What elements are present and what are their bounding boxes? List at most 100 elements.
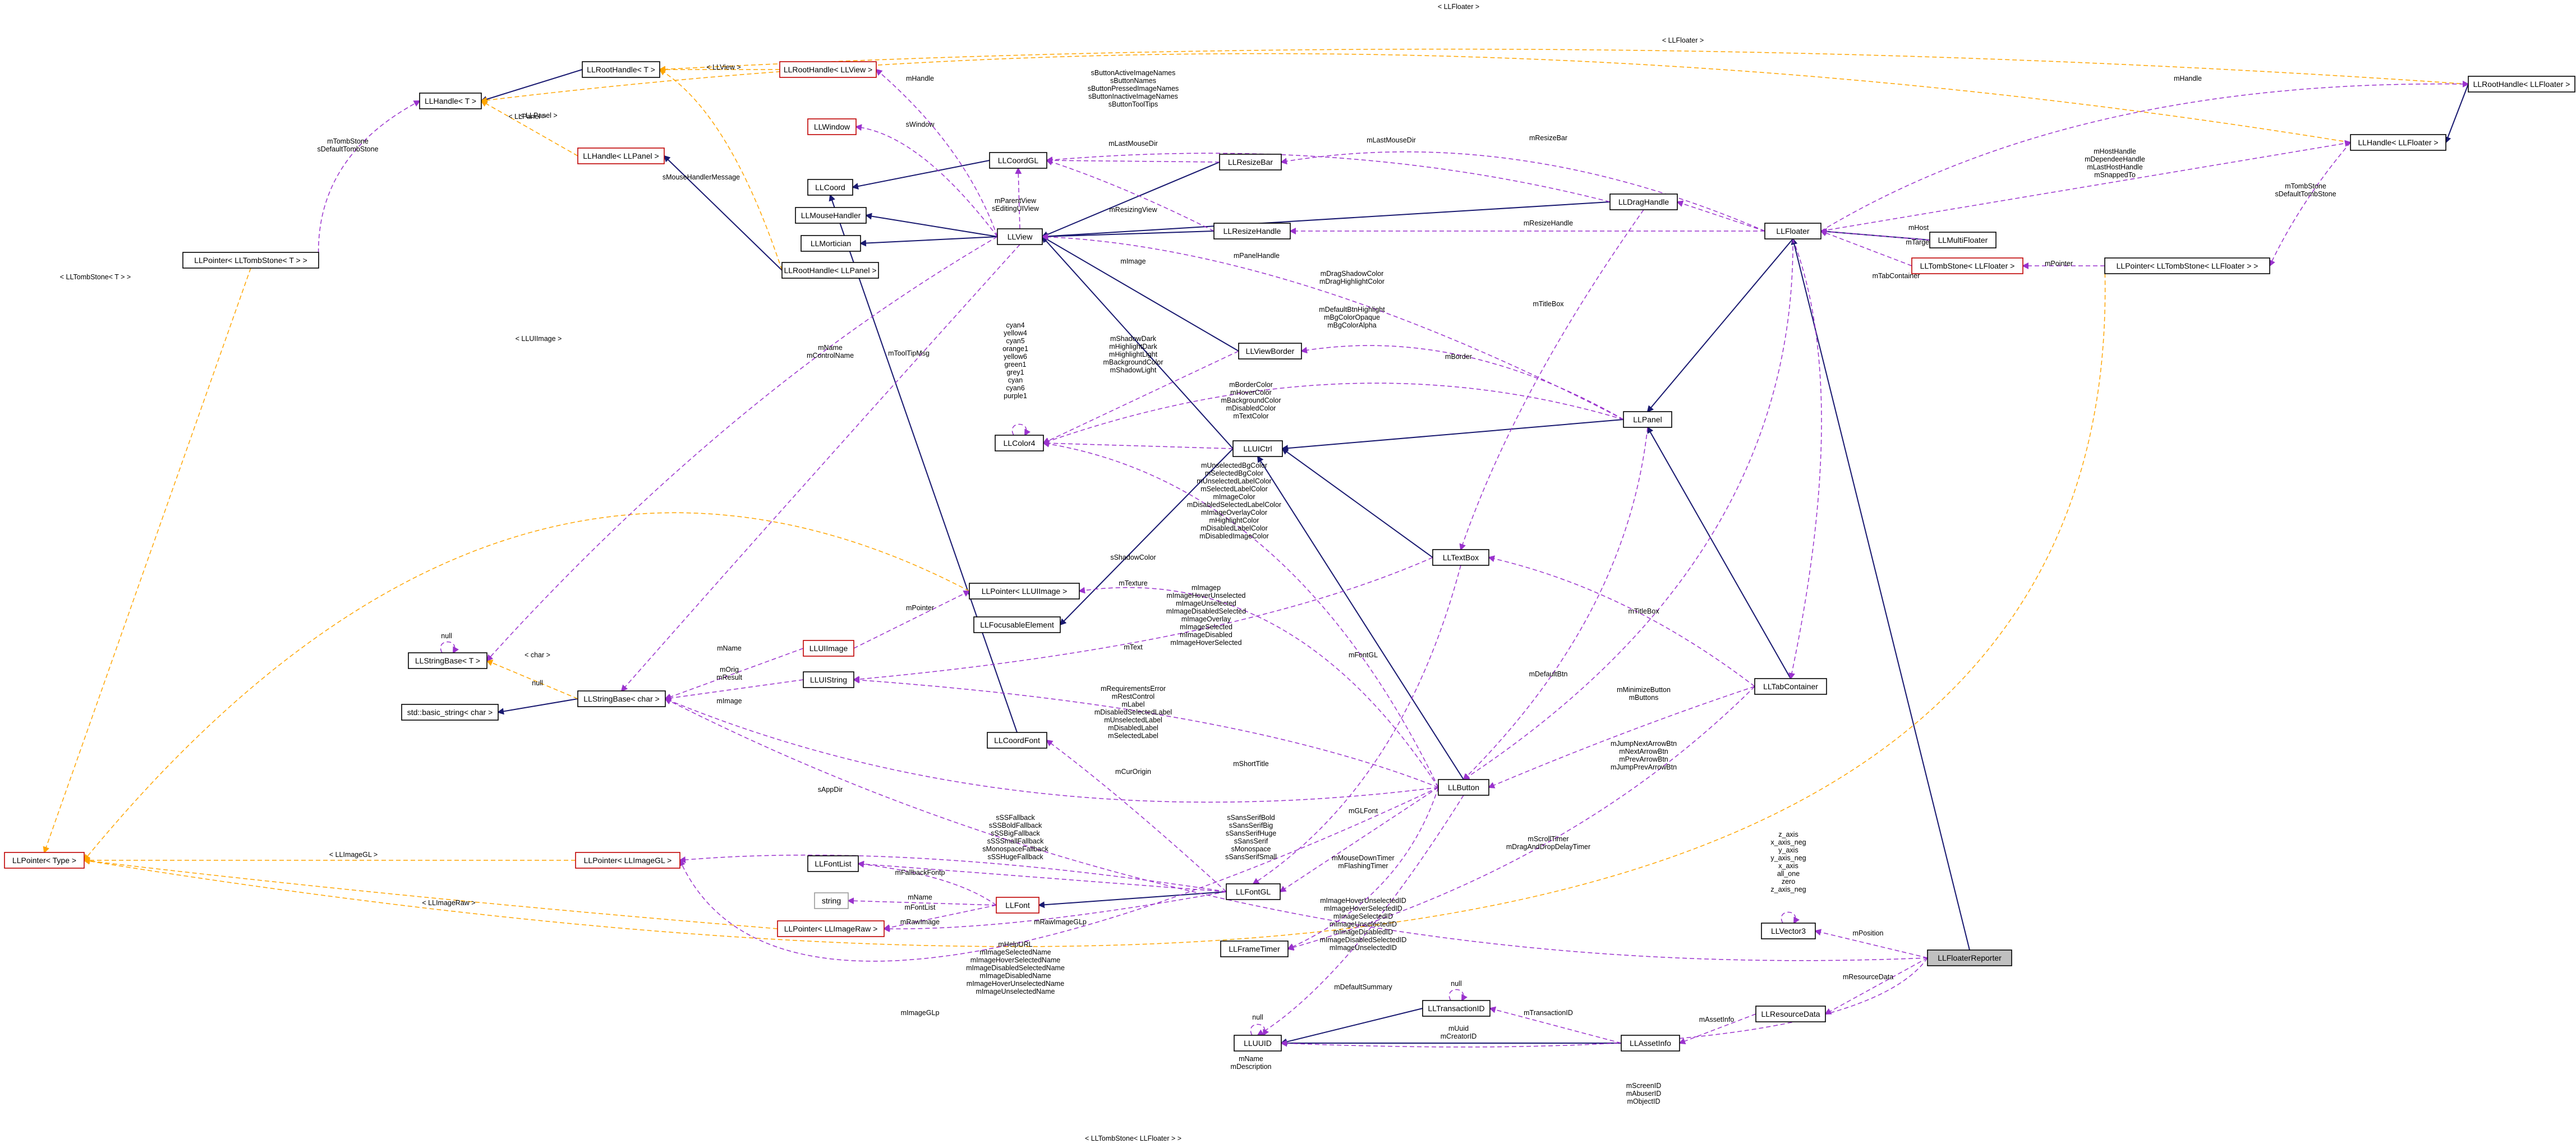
class-node-llassetinfo[interactable]: LLAssetInfo <box>1621 1035 1680 1052</box>
class-node-llfont[interactable]: LLFont <box>996 897 1039 914</box>
class-node-label: LLButton <box>1448 783 1479 792</box>
usage-LLButton-LLPointer_LLImageGL <box>679 787 1439 962</box>
edge-label-mdefaultsummary: mDefaultSummary <box>1334 983 1392 991</box>
inherit-LLStringBase_char-std_basic_string <box>497 698 578 715</box>
usage-LLTabContainer-LLTextBox <box>1488 555 1755 687</box>
class-node-llcoord[interactable]: LLCoord <box>807 179 853 196</box>
class-node-llmultifloater[interactable]: LLMultiFloater <box>1929 232 1997 248</box>
edge-label-mglfont: mGLFont <box>1349 807 1378 815</box>
usage-LLButton-LLUUID <box>1257 795 1464 1036</box>
class-node-llcoordgl[interactable]: LLCoordGL <box>989 152 1047 169</box>
class-node-lldraghandle[interactable]: LLDragHandle <box>1609 193 1678 210</box>
class-node-llfloater[interactable]: LLFloater <box>1764 223 1821 239</box>
class-node-std-basic-string[interactable]: std::basic_string< char > <box>401 704 499 721</box>
class-node-box <box>1621 1035 1680 1052</box>
inherit-LLResizeHandle-LLView <box>1041 230 1215 240</box>
class-node-lluistring[interactable]: LLUIString <box>803 671 854 688</box>
class-node-lluiimage[interactable]: LLUIImage <box>803 640 854 657</box>
class-node-llstringbase-char[interactable]: LLStringBase< char > <box>577 690 666 707</box>
edge-label-mpointer-f: mPointer <box>2045 260 2073 268</box>
class-node-box <box>1761 923 1816 939</box>
class-node-llhandle-llfloater[interactable]: LLHandle< LLFloater > <box>2350 134 2446 151</box>
class-node-llfontgl[interactable]: LLFontGL <box>1226 883 1281 900</box>
class-node-label: LLFontGL <box>1236 887 1271 896</box>
class-node-lltabcontainer[interactable]: LLTabContainer <box>1754 678 1827 695</box>
usage-LLView-LLWindow <box>855 124 998 237</box>
class-node-llcoordfont[interactable]: LLCoordFont <box>987 732 1047 749</box>
class-node-llroothandle-t[interactable]: LLRootHandle< T > <box>582 61 660 78</box>
class-node-lltextbox[interactable]: LLTextBox <box>1432 549 1489 566</box>
edge-label-llpanel-tmpl3: < LLPanel > <box>519 112 557 119</box>
class-node-llpointer-lltombstone-t[interactable]: LLPointer< LLTombStone< T > > <box>182 252 319 269</box>
class-node-string[interactable]: string <box>814 892 849 909</box>
class-node-llbutton[interactable]: LLButton <box>1438 779 1489 796</box>
class-node-label: LLMultiFloater <box>1938 236 1988 245</box>
class-node-llpointer-lluiimage[interactable]: LLPointer< LLUIImage > <box>969 583 1080 600</box>
class-node-llhandle-t[interactable]: LLHandle< T > <box>419 93 482 109</box>
class-node-box <box>1929 232 1997 248</box>
template-LLHandle_LLPanel-LLHandle_T <box>480 100 578 156</box>
edge-label-mtarget: mTarget <box>1906 238 1931 246</box>
class-node-llfloaterreporter[interactable]: LLFloaterReporter <box>1927 949 2012 966</box>
inherit-LLPanel-LLUICtrl <box>1281 419 1624 452</box>
usage-LLFloaterReporter-LLVector3 <box>1814 929 1928 958</box>
class-node-box <box>1764 223 1821 239</box>
edge-label-massetinfo: mAssetInfo <box>1699 1016 1735 1023</box>
class-node-llfontlist[interactable]: LLFontList <box>807 855 859 872</box>
class-node-label: LLDragHandle <box>1618 197 1669 206</box>
inherit-LLButton-LLUICtrl <box>1257 455 1464 780</box>
usage-LLFloater-LLResizeBar <box>1280 151 1765 232</box>
class-node-box <box>807 179 853 196</box>
edge-label-mrawimage: mRawImage <box>900 918 940 926</box>
class-node-llmortician[interactable]: LLMortician <box>801 235 861 252</box>
edge-label-llpanel-tmpl: < LLPanel > <box>508 113 546 121</box>
template-LLPointer_LLTombStone_T-LLPointer_Type <box>43 268 251 854</box>
class-node-llvector3[interactable]: LLVector3 <box>1761 923 1816 939</box>
class-node-lltombstone-llfloater[interactable]: LLTombStone< LLFloater > <box>1911 257 2023 274</box>
class-node-llpointer-llimagegl[interactable]: LLPointer< LLImageGL > <box>575 852 680 869</box>
inherit-LLTabContainer-LLPanel <box>1647 426 1791 679</box>
class-node-llroothandle-llview[interactable]: LLRootHandle< LLView > <box>779 61 877 78</box>
class-node-llframetimer[interactable]: LLFrameTimer <box>1220 940 1289 957</box>
class-node-llpointer-type[interactable]: LLPointer< Type > <box>4 852 85 869</box>
usage-LLTextBox-LLFontGL <box>1252 565 1461 885</box>
edge-label-mfallbackfontp: mFallbackFontp <box>895 869 945 877</box>
class-node-box <box>803 640 854 657</box>
class-node-llfocusableelement[interactable]: LLFocusableElement <box>973 616 1061 633</box>
usage-LLView-LLRootHandle_LLView <box>875 68 998 237</box>
class-node-llstringbase-t[interactable]: LLStringBase< T > <box>408 652 487 669</box>
class-node-llroothandle-llfloater[interactable]: LLRootHandle< LLFloater > <box>2468 76 2575 93</box>
class-node-llresizebar[interactable]: LLResizeBar <box>1219 154 1282 170</box>
class-node-box <box>577 147 665 164</box>
class-node-llviewborder[interactable]: LLViewBorder <box>1238 343 1302 359</box>
class-node-label: LLFloater <box>1776 227 1809 236</box>
class-node-llroothandle-llpanel[interactable]: LLRootHandle< LLPanel > <box>781 262 879 279</box>
class-node-llwindow[interactable]: LLWindow <box>807 118 857 135</box>
class-node-box <box>1432 549 1489 566</box>
class-node-lluuid[interactable]: LLUUID <box>1234 1035 1282 1052</box>
class-node-box <box>1234 1035 1282 1052</box>
class-node-llresizehandle[interactable]: LLResizeHandle <box>1213 223 1291 239</box>
class-node-llcolor4[interactable]: LLColor4 <box>995 435 1044 451</box>
class-node-box <box>973 616 1061 633</box>
usage-self-LLTransactionID <box>1448 989 1468 1002</box>
class-node-llresourcedata[interactable]: LLResourceData <box>1755 1006 1826 1022</box>
class-node-llhandle-llpanel[interactable]: LLHandle< LLPanel > <box>577 147 665 164</box>
edge-label-mtext: mText <box>1124 643 1143 651</box>
edge-label-mname-font: mName <box>908 893 932 901</box>
class-node-llpointer-lltombstone-llfloater[interactable]: LLPointer< LLTombStone< LLFloater > > <box>2104 257 2270 274</box>
class-node-lltransactionid[interactable]: LLTransactionID <box>1422 1000 1491 1017</box>
class-node-llpointer-llimageraw[interactable]: LLPointer< LLImageRaw > <box>777 920 885 937</box>
class-node-llmousehandler[interactable]: LLMouseHandler <box>795 207 867 224</box>
class-node-llview[interactable]: LLView <box>997 228 1043 245</box>
usage-LLHandle_LLFloater-LLPointer_LLTombStone_LLFloater <box>2269 142 2351 267</box>
class-node-box <box>575 852 680 869</box>
class-node-llpanel[interactable]: LLPanel <box>1623 411 1672 428</box>
class-node-lluictrl[interactable]: LLUICtrl <box>1232 440 1283 457</box>
